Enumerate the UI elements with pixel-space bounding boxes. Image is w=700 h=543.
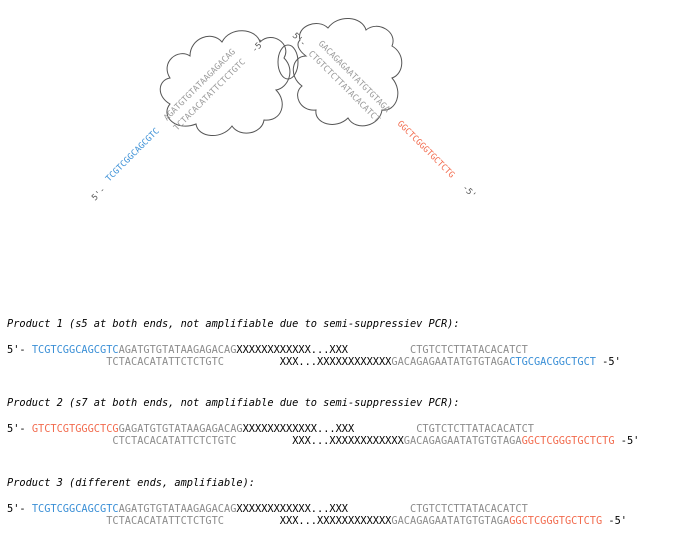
insert-seq: XXXXXXXXXXXX...XXX	[236, 503, 348, 515]
product-1-line-1: 5'- TCGTCGGCAGCGTCAGATGTGTATAAGAGACAGXXX…	[7, 344, 528, 356]
adapter-seq: TCGTCGGCAGCGTC	[31, 344, 119, 356]
mosaic-end-seq: CTCTACACATATTCTCTGTC	[112, 435, 237, 447]
insert-seq: XXX...XXXXXXXXXXXX	[292, 435, 404, 447]
adapter-seq: TCGTCGGCAGCGTC	[31, 503, 119, 515]
mosaic-end-rc-seq: GACAGAGAATATGTGTAGA	[403, 435, 522, 447]
prime-label: 5'-	[7, 503, 32, 515]
prime-label: -5'	[602, 515, 627, 527]
mosaic-end-seq: AGATGTGTATAAGAGACAG	[118, 503, 237, 515]
insert-seq: XXXXXXXXXXXX...XXX	[242, 423, 355, 435]
mosaic-end-rc-seq: GACAGAGAATATGTGTAGA	[391, 356, 510, 368]
product-2-line-1: 5'- GTCTCGTGGGCTCGGAGATGTGTATAAGAGACAGXX…	[7, 423, 534, 435]
right-adapter-seq: GGCTCGGGTGCTCTG	[395, 119, 456, 180]
mosaic-end-rc-seq: CTGTCTCTTATACACATCT	[410, 344, 528, 356]
transposome-diagram: 5'- TCGTCGGCAGCGTC AGATGTGTATAAGAGACAG T…	[90, 18, 478, 203]
right-end-label: -5'	[460, 183, 478, 201]
left-prime-label: 5'-	[90, 185, 108, 203]
prime-label: -5'	[595, 356, 621, 368]
insert-seq: XXXXXXXXXXXX...XXX	[236, 344, 348, 356]
insert-seq: XXX...XXXXXXXXXXXX	[279, 515, 392, 527]
prime-label: -5'	[614, 435, 640, 447]
product-3-line-2: TCTACACATATTCTCTGTC XXX...XXXXXXXXXXXXGA…	[7, 515, 627, 527]
mosaic-end-rc-seq: GACAGAGAATATGTGTAGA	[391, 515, 510, 527]
mosaic-end-rc-seq: CTGTCTCTTATACACATCT	[416, 423, 534, 435]
central-loop	[277, 44, 299, 80]
product-2-line-2: CTCTACACATATTCTCTGTC XXX...XXXXXXXXXXXXG…	[7, 435, 639, 447]
product-2-title: Product 2 (s7 at both ends, not amplifia…	[7, 397, 460, 409]
product-1-title: Product 1 (s5 at both ends, not amplifia…	[7, 318, 460, 330]
adapter-seq: GGCTCGGGTGCTCTG	[521, 435, 615, 447]
mosaic-end-rc-seq: CTGTCTCTTATACACATCT	[410, 503, 528, 515]
left-cloud-shape	[159, 30, 291, 136]
mosaic-end-seq: TCTACACATATTCTCTGTC	[106, 515, 224, 527]
mosaic-end-seq: GAGATGTGTATAAGAGACAG	[118, 423, 243, 435]
adapter-seq: GTCTCGTGGGCTCG	[31, 423, 119, 435]
product-3-title: Product 3 (different ends, amplifiable):	[7, 477, 255, 489]
product-3-line-1: 5'- TCGTCGGCAGCGTCAGATGTGTATAAGAGACAGXXX…	[7, 503, 528, 515]
prime-label: 5'-	[7, 344, 32, 356]
insert-seq: XXX...XXXXXXXXXXXX	[279, 356, 392, 368]
adapter-seq: GGCTCGGGTGCTCTG	[509, 515, 603, 527]
mosaic-end-seq: TCTACACATATTCTCTGTC	[106, 356, 224, 368]
mosaic-end-seq: AGATGTGTATAAGAGACAG	[118, 344, 237, 356]
left-adapter-seq: TCGTCGGCAGCGTC	[104, 126, 162, 184]
product-1-line-2: TCTACACATATTCTCTGTC XXX...XXXXXXXXXXXXGA…	[7, 356, 621, 368]
left-end-label: -5'	[250, 37, 268, 55]
prime-label: 5'-	[7, 423, 32, 435]
adapter-seq: CTGCGACGGCTGCT	[509, 356, 596, 368]
